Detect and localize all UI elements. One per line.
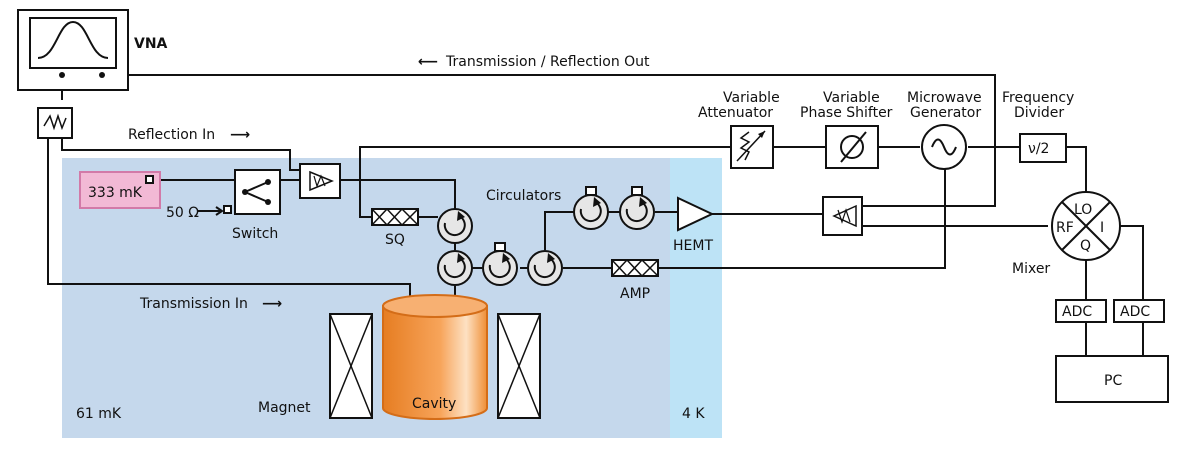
hemt-label: HEMT [673,238,713,254]
circulator [482,250,518,286]
directional-coupler-right [822,196,863,236]
arrow-left-icon: ⟵ [418,54,438,70]
vna [17,9,129,91]
termination-label: 50 Ω [166,205,199,221]
circulator [527,250,563,286]
pc-label: PC [1104,373,1122,389]
switch [234,169,281,215]
arrow-right-icon: ⟶ [262,296,282,312]
sq-amplifier [371,208,419,226]
vna-label: VNA [134,36,168,52]
mixer-label: Mixer [1012,261,1050,277]
adc-box [1113,299,1165,323]
cavity-label: Cavity [412,396,456,412]
circulator [619,186,655,230]
mixer-lo-label: LO [1074,202,1092,218]
hemt-amplifier [677,196,715,232]
variable-attenuator-label: Attenuator [698,105,773,121]
port-square-icon [223,205,232,214]
magnet-label: Magnet [258,400,311,416]
directional-coupler-vna [37,107,73,139]
circulator [437,208,473,244]
divider-ratio-label: ν/2 [1028,141,1049,157]
variable-attenuator-label: Variable [723,90,780,106]
mixer-rf-label: RF [1056,220,1074,236]
magnet-coil-left [329,313,373,419]
pc-box [1055,355,1169,403]
circulator [437,250,473,286]
variable-attenuator [730,125,774,169]
reflection-in-label: Reflection In [128,127,215,143]
amp-label: AMP [620,286,650,302]
microwave-generator-label: Generator [910,105,981,121]
arrow-right-icon: ⟶ [230,127,250,143]
transmission-reflection-out-label: Transmission / Reflection Out [445,54,650,70]
switch-label: Switch [232,226,278,242]
variable-phase-shifter-label: Variable [823,90,880,106]
circulators-label: Circulators [486,188,561,204]
mixer-i-label: I [1100,220,1104,236]
microwave-generator [921,124,967,170]
variable-phase-shifter [825,125,879,169]
mixer-q-label: Q [1080,238,1091,254]
stage-333mk-label: 333 mK [88,185,143,201]
adc-label: ADC [1120,304,1150,320]
magnet-coil-right [497,313,541,419]
port-square-icon [145,175,154,184]
amp [611,259,659,277]
directional-coupler-fridge [299,163,341,199]
termination-icon [494,242,506,252]
stage-61mk-label: 61 mK [76,406,122,422]
adc-box [1055,299,1107,323]
cavity [382,294,488,420]
frequency-divider-label: Divider [1014,105,1064,121]
mixer [1051,191,1121,261]
transmission-in-label: Transmission In [139,296,248,312]
variable-phase-shifter-label: Phase Shifter [800,105,893,121]
microwave-generator-label: Microwave [907,90,982,106]
frequency-divider-label: Frequency [1002,90,1074,106]
circulator [573,186,609,230]
frequency-divider [1019,133,1067,163]
sq-label: SQ [385,232,405,248]
adc-label: ADC [1062,304,1092,320]
stage-4k-label: 4 K [682,406,705,422]
